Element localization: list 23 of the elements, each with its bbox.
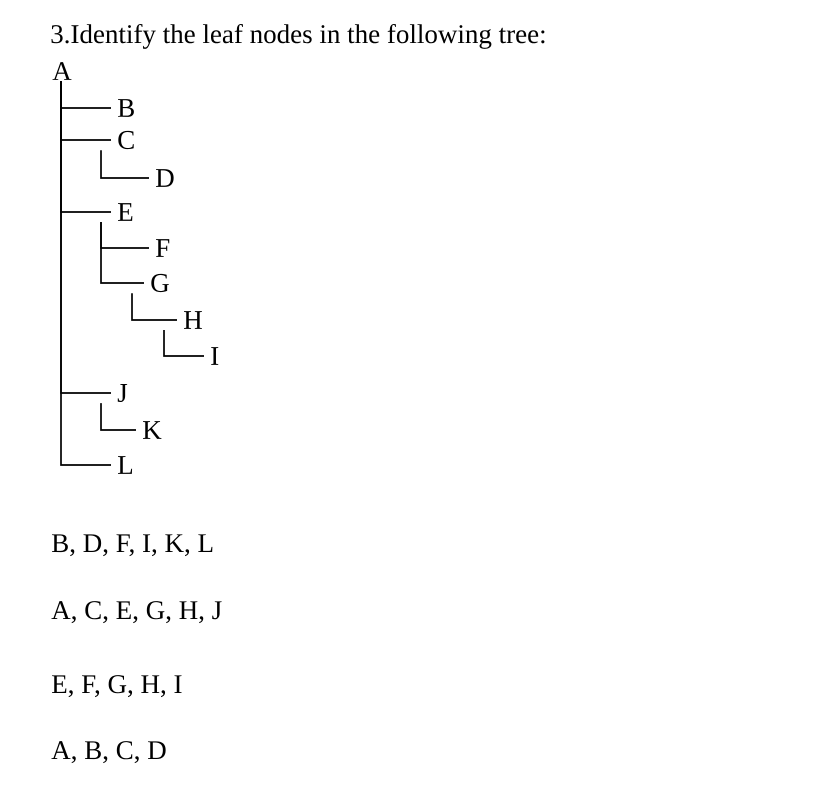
- node-letter: J: [118, 384, 128, 402]
- branch-line: [100, 403, 136, 431]
- node-letter: G: [151, 274, 169, 292]
- node-letter: F: [156, 239, 170, 257]
- branch-line: [100, 150, 149, 179]
- node-letter: B: [118, 99, 134, 117]
- node-letter: A: [52, 62, 72, 80]
- node-letter: I: [211, 347, 218, 365]
- node-letter: K: [143, 421, 162, 439]
- branch-line: [163, 330, 204, 357]
- question-title: 3.Identify the leaf nodes in the following tree:: [52, 24, 544, 49]
- node-letter: L: [118, 456, 132, 474]
- node-letter: E: [118, 203, 132, 221]
- branch-line: [100, 222, 144, 284]
- node-letter: H: [184, 311, 202, 329]
- answer-option: E, F, G, H, I: [52, 675, 182, 698]
- branch-line: [60, 81, 111, 466]
- answer-option: A, B, C, D: [51, 741, 166, 764]
- branch-line: [131, 293, 177, 321]
- answer-option: A, C, E, G, H, J: [51, 601, 222, 624]
- node-letter: D: [156, 169, 174, 187]
- node-letter: C: [118, 130, 134, 150]
- answer-option: B, D, F, I, K, L: [52, 534, 212, 556]
